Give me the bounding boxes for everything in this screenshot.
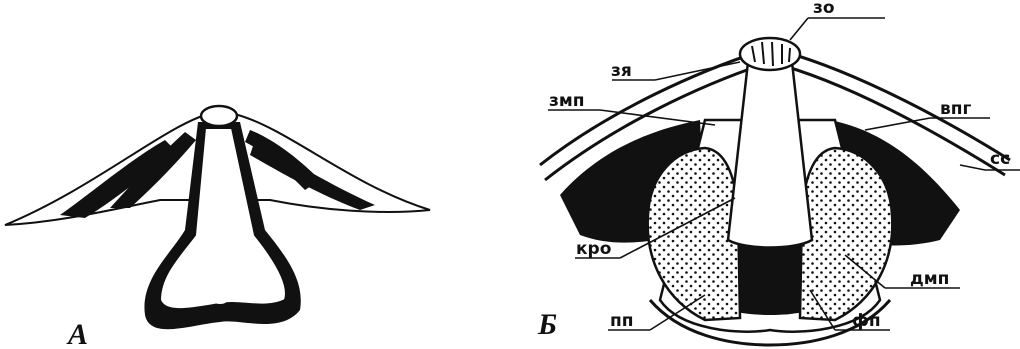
label-ss: сс [990,149,1010,169]
label-zo: зо [813,0,835,18]
label-kro: кро [576,239,611,259]
label-vpg: впг [940,99,972,119]
panel-a-drawing [5,106,430,329]
label-pp: пп [610,311,634,331]
panel-letter-a: А [66,318,88,349]
label-zmp: змп [549,91,585,111]
panel-letter-b: Б [537,308,557,341]
panel-b-drawing [540,38,1010,345]
label-zya: зя [611,61,632,81]
label-fp: фп [852,311,881,331]
label-dmp: дмп [910,269,949,289]
